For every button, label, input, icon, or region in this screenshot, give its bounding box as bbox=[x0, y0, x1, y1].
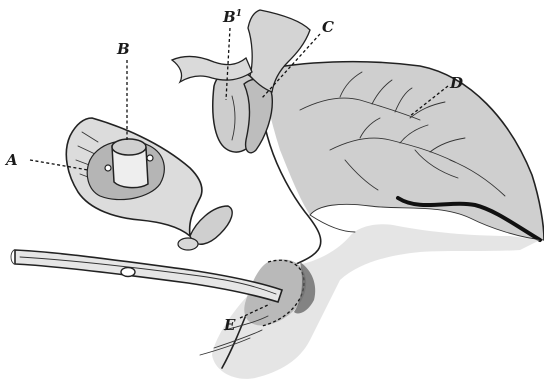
label-B1-superscript: 1 bbox=[236, 9, 242, 19]
label-A: A bbox=[4, 151, 18, 169]
label-B1: B1 bbox=[222, 8, 242, 26]
label-B1-base: B bbox=[222, 8, 236, 26]
label-C: C bbox=[322, 18, 334, 36]
label-B: B bbox=[116, 40, 130, 58]
membrane-tissue bbox=[262, 62, 544, 240]
label-E: E bbox=[223, 316, 236, 334]
glass-tube bbox=[11, 250, 282, 302]
label-D: D bbox=[449, 74, 463, 92]
flask-A bbox=[66, 118, 232, 250]
